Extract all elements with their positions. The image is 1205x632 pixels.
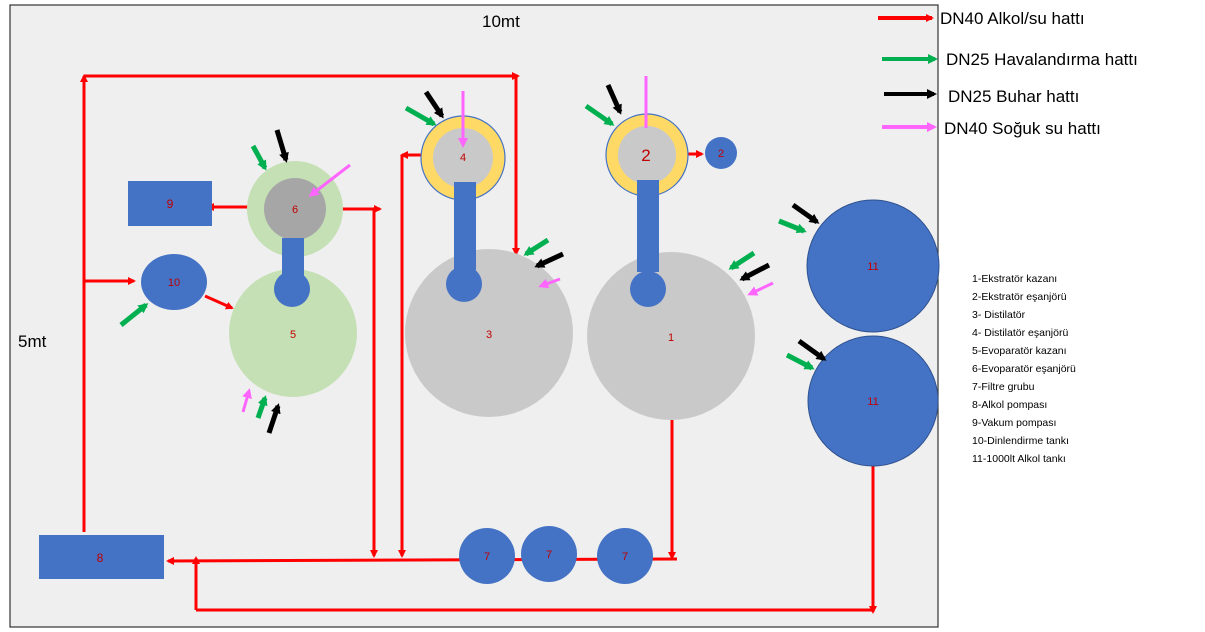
vent-arrow-4 [404,105,437,127]
node-label-2-small: 2 [718,148,724,160]
alcohol-pump-8 [39,535,164,579]
key-item-6: 6-Evoparatör eşanjörü [972,363,1076,375]
node-label-5: 5 [290,329,296,341]
alcohol-tank-11b [807,335,939,467]
vent-arrow-10 [119,303,149,327]
steam-arrow-11a [791,202,820,225]
vent-arrow-6 [250,144,268,171]
extractor-small-tank-2 [705,137,737,169]
evaporator-inlet [274,271,310,307]
key-item-8: 8-Alkol pompası [972,399,1047,411]
cold-arrow-5 [241,388,252,413]
vent-arrow-1 [728,250,756,271]
node-label-7b: 7 [546,549,552,561]
extractor-exchanger-2 [618,126,676,184]
legend-label-steam: DN25 Buhar hattı [948,87,1079,106]
key-item-2: 2-Ekstratör eşanjörü [972,291,1067,303]
alcohol-tank-11a [806,199,940,333]
filter-7a [459,528,515,584]
steam-arrow-4 [423,90,445,119]
steam-arrow-3 [534,251,565,269]
vent-arrow-5 [255,395,268,419]
node-label-7a: 7 [484,551,490,563]
vent-arrow-11a [778,218,807,234]
distiller-connector [454,182,476,270]
height-dimension-label: 5mt [18,332,47,351]
vacuum-pump-9 [128,181,212,226]
key-item-9: 9-Vakum pompası [972,417,1056,429]
legend-label-alcohol: DN40 Alkol/su hattı [940,9,1085,28]
distiller-vessel-3 [405,249,573,417]
node-label-3: 3 [486,329,492,341]
node-label-10: 10 [168,277,180,289]
node-label-9: 9 [167,197,174,211]
node-label-2-main: 2 [641,146,650,165]
extractor-inlet [630,271,666,307]
key-item-5: 5-Evoparatör kazanı [972,345,1067,357]
key-item-4: 4- Distilatör eşanjörü [972,327,1068,339]
alcohol-line-10-to-5 [204,294,234,310]
legend: DN40 Alkol/su hattı DN25 Havalandırma ha… [878,9,1138,138]
key-item-10: 10-Dinlendirme tankı [972,435,1069,447]
node-label-11b: 11 [867,396,878,408]
evaporator-vessel-5 [229,269,357,397]
key-item-3: 3- Distilatör [972,309,1026,321]
key-item-11: 11-1000lt Alkol tankı [972,453,1066,465]
alcohol-line-bottom [166,556,678,565]
node-label-8: 8 [97,551,104,565]
legend-label-cold: DN40 Soğuk su hattı [944,119,1101,138]
steam-arrow-11b [797,338,827,362]
cold-arrow-6 [308,163,351,197]
steam-arrow-5 [266,403,281,434]
node-label-7c: 7 [622,551,628,563]
vent-arrow-2 [584,103,615,127]
steam-arrow-6 [274,129,289,163]
distiller-exchanger-4 [433,128,493,188]
node-label-6: 6 [292,204,298,216]
steam-arrow-1 [739,262,771,282]
node-label-4: 4 [460,152,466,164]
steam-arrow-2 [605,83,623,115]
extractor-connector [637,180,659,272]
distiller-inlet [446,266,482,302]
filter-7b [521,526,577,582]
settling-tank-10 [141,254,207,310]
key-item-1: 1-Ekstratör kazanı [972,273,1057,285]
filter-7c [597,528,653,584]
vent-arrow-11b [785,352,815,371]
cold-arrow-3 [538,277,561,289]
cold-arrow-1 [747,281,774,296]
extractor-vessel-1 [587,252,755,420]
equipment-key: 1-Ekstratör kazanı 2-Ekstratör eşanjörü … [972,273,1076,465]
legend-label-vent: DN25 Havalandırma hattı [946,50,1138,69]
key-item-7: 7-Filtre grubu [972,381,1035,393]
node-label-1: 1 [668,332,674,344]
width-dimension-label: 10mt [482,12,520,31]
node-label-11a: 11 [867,261,878,273]
vent-arrow-3 [523,237,550,257]
